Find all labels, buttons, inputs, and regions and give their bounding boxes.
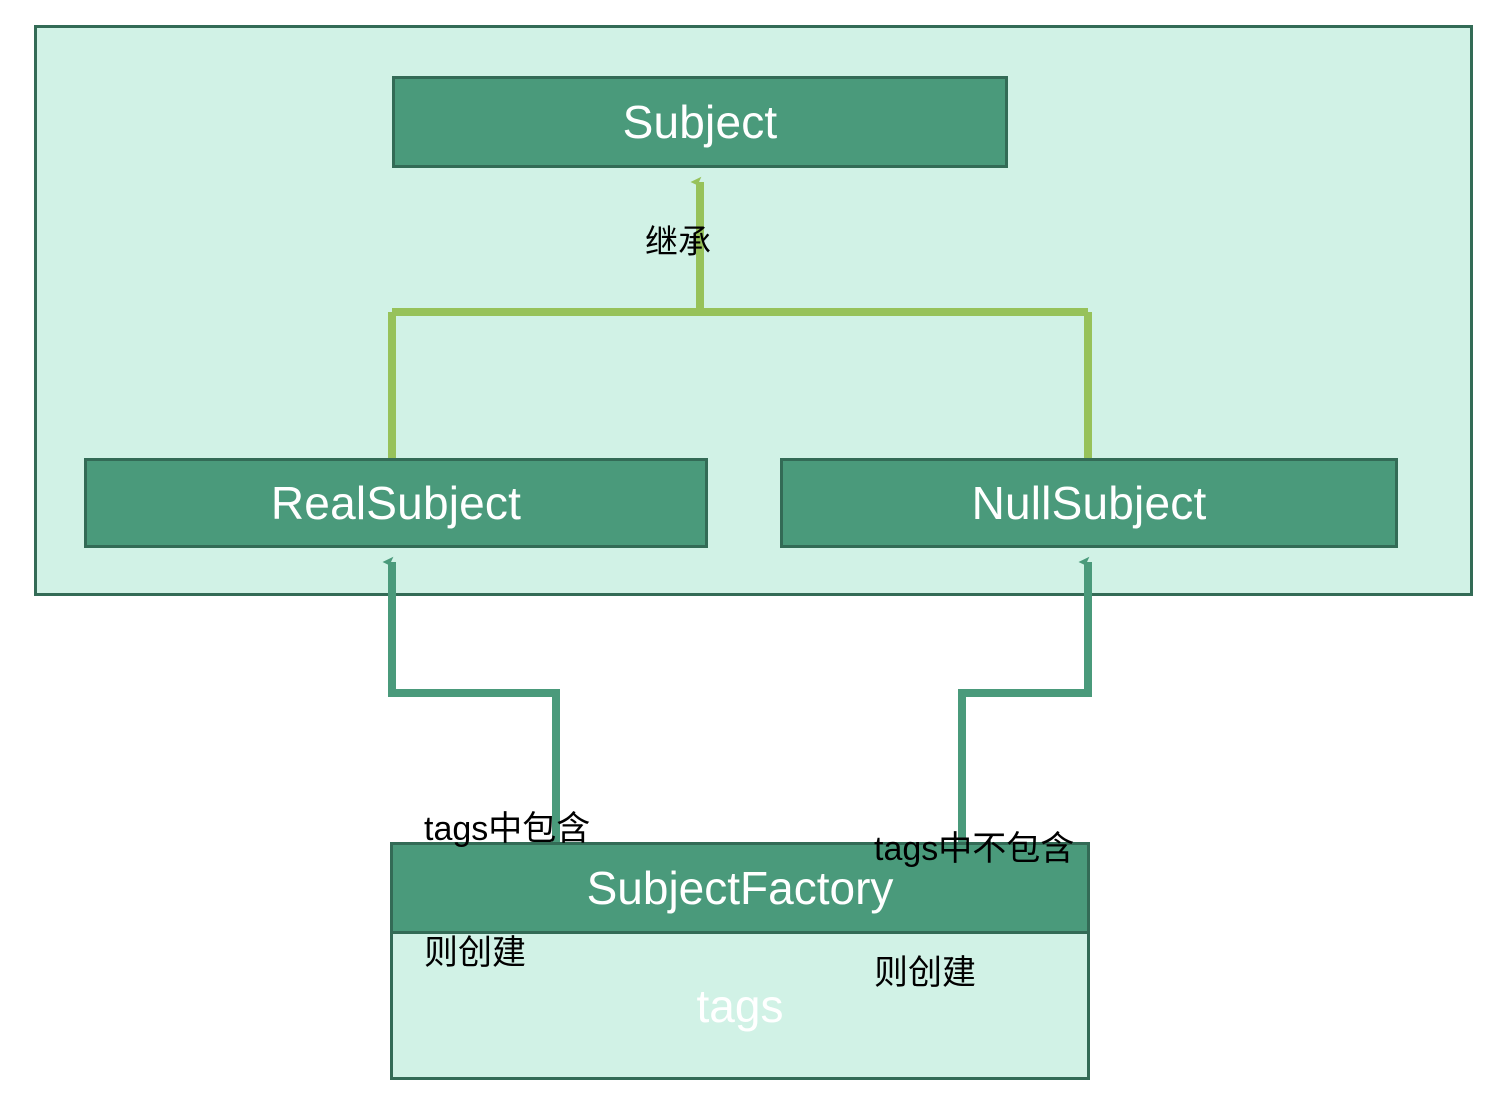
class-name-subjectfactory: SubjectFactory [586, 862, 894, 914]
class-name-realsubject: RealSubject [270, 477, 522, 529]
class-box-nullsubject[interactable]: NullSubject [780, 458, 1398, 548]
edge-label-create-nullsubject-line1: tags中不包含 [874, 829, 1075, 868]
edge-label-create-realsubject-line2: 则创建 [424, 934, 526, 973]
edge-label-inheritance: 继承 [645, 223, 711, 260]
class-box-subjectfactory[interactable]: SubjectFactory tags [390, 842, 1090, 1080]
class-header-subjectfactory: SubjectFactory [393, 845, 1087, 934]
edge-label-create-realsubject-line1: tags中包含 [424, 809, 591, 848]
edge-label-create-nullsubject: tags中不包含 则创建 [874, 746, 1074, 1078]
class-attribute-tags: tags [696, 979, 784, 1032]
edge-label-create-nullsubject-line2: 则创建 [874, 954, 976, 993]
class-attributes-compartment: tags [393, 934, 1087, 1077]
edge-label-create-realsubject: tags中包含 则创建 [424, 726, 590, 1058]
class-name-nullsubject: NullSubject [971, 477, 1207, 529]
class-name-subject: Subject [622, 96, 778, 148]
class-box-realsubject[interactable]: RealSubject [84, 458, 708, 548]
class-box-subject[interactable]: Subject [392, 76, 1008, 168]
